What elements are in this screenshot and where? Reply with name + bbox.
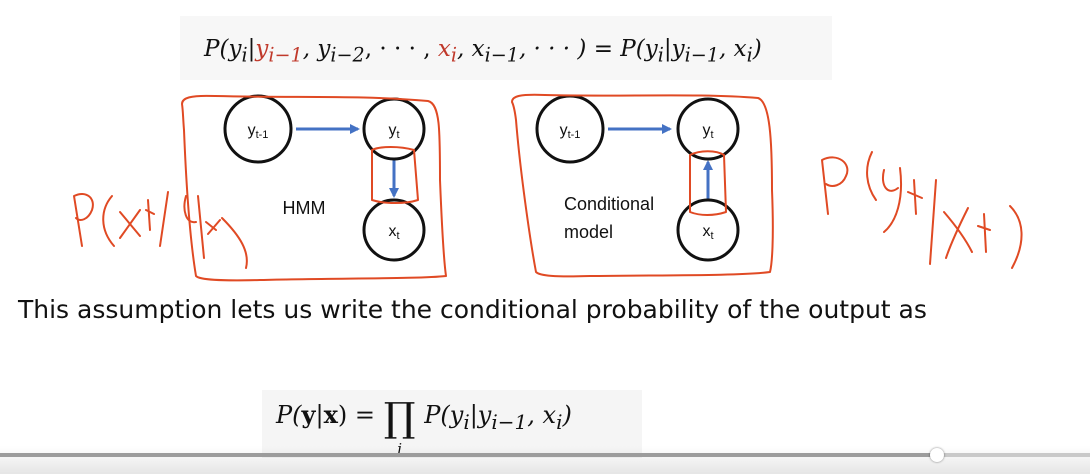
hmm-label: HMM [283, 198, 326, 218]
conditional-probability-formula: P(y|x) = ∏i P(yi|yi−1, xi) [276, 395, 572, 458]
caption-text: This assumption lets us write the condit… [18, 295, 927, 324]
svg-text:yt-1: yt-1 [248, 122, 269, 141]
annotation-p-y-given-x [821, 151, 1023, 269]
svg-text:xt: xt [702, 223, 713, 242]
hmm-handdrawn-box [181, 94, 447, 282]
annotation-p-x-given-y [73, 191, 248, 269]
bottom-formula-band [262, 390, 642, 458]
video-player-bar [0, 446, 1090, 474]
crf-node-y-curr: yt [676, 97, 740, 161]
markov-assumption-formula: P(yi|yi−1, yi−2, · · · , xi, xi−1, · · ·… [204, 36, 762, 67]
svg-text:yt-1: yt-1 [560, 122, 581, 141]
video-progress-handle[interactable] [930, 448, 945, 462]
video-progress-track[interactable] [0, 448, 1090, 462]
crf-node-x-curr: xt [676, 198, 740, 262]
top-formula-band [180, 16, 832, 80]
crf-label-line2: model [564, 222, 613, 242]
hmm-node-x-curr: xt [362, 198, 426, 262]
hmm-node-y-prev: yt-1 [223, 94, 293, 164]
svg-text:yt: yt [388, 122, 399, 141]
conditional-model: yt-1 yt xt Conditional model [535, 94, 740, 262]
video-progress-fill [0, 453, 938, 457]
graphical-models-diagram: yt-1 yt xt HMM yt-1 [73, 93, 1023, 282]
crf-node-y-prev: yt-1 [535, 94, 605, 164]
svg-text:yt: yt [702, 122, 713, 141]
crf-edge-highlight [689, 150, 727, 216]
hmm-model: yt-1 yt xt HMM [223, 94, 426, 262]
svg-text:xt: xt [388, 223, 399, 242]
crf-label-line1: Conditional [564, 194, 654, 214]
crf-handdrawn-box [511, 93, 774, 278]
hmm-edge-highlight [371, 146, 419, 204]
handwritten-annotations [73, 93, 1023, 282]
